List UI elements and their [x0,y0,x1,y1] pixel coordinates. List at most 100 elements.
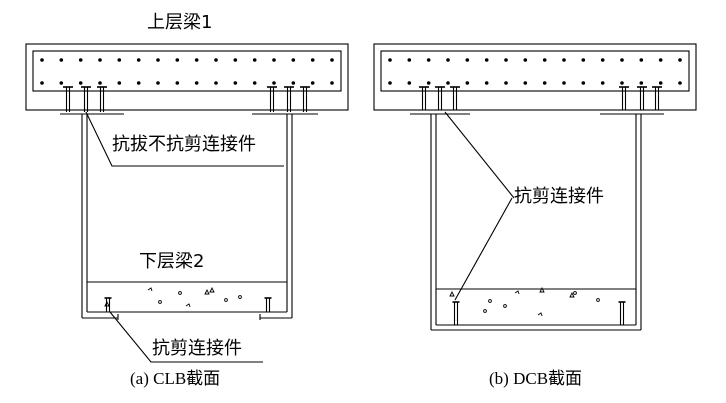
top-beam-rebar-cage-a [32,50,342,92]
stud [637,86,647,110]
rebar-dot [310,81,315,85]
leader-shear-connector-b-right [454,197,513,301]
rebar-dot [600,58,605,62]
rebar-dot [562,58,566,62]
bottom-studs-a [104,297,272,312]
aggregate-marks-b [449,286,600,317]
rebar-dot [581,81,586,85]
rebar-dot [98,58,102,62]
rebar-dot [214,58,218,62]
rebar-dot [639,58,644,62]
aggregate-marks-a [104,286,242,308]
aggregate-mark [158,300,162,304]
aggregate-mark [204,288,210,295]
caption-a: (a) CLB截面 [130,369,221,388]
rebar-dot [388,58,392,62]
rebar-dot [194,81,199,85]
rebar-dot [233,58,238,62]
steel-box-a [58,109,320,320]
rebar-dot [252,58,257,62]
top-beam-outline-a [25,43,349,111]
stud [652,86,662,110]
rebar-dot [78,81,83,85]
aggregate-mark [147,287,153,292]
panel-b-drawing [373,43,697,331]
aggregate-mark [539,286,545,293]
bottom-beam-label: 下层梁2 [139,251,205,272]
rebar-dot [465,58,470,62]
rebar-dot [658,58,663,62]
aggregate-mark [185,303,191,308]
stud [452,301,460,325]
aggregate-mark [514,290,520,295]
rebar-dot [407,58,412,62]
aggregate-mark [573,291,577,295]
top-studs-a [63,86,310,112]
rebar-dot [620,81,624,85]
rebar-dot [117,58,122,62]
panel-a-drawing [25,43,349,363]
rebar-dot [272,58,276,62]
rebar-dot [407,81,412,85]
aggregate-mark [569,291,575,298]
rebar-dot [600,81,605,85]
stud [104,297,112,312]
rebar-dot [291,58,296,62]
rebar-dot [310,58,315,62]
stud [419,86,429,110]
rebar-dot [465,81,470,85]
rebar-dot [620,58,624,62]
rebar-dot [252,81,257,85]
stud [619,86,629,110]
rebar-dot [59,58,64,62]
bottom-slab-a [87,281,287,308]
rebar-dot [175,58,180,62]
caption-b: (b) DCB截面 [489,369,583,388]
aggregate-mark [503,304,507,308]
shear-connector-label-b: 抗剪连接件 [514,186,604,207]
rebar-dot [562,81,566,85]
leader-shear-connector-b-left [444,111,515,199]
rebar-dot [484,58,489,62]
rebar-dot [639,81,644,85]
rebar-dot [40,81,44,85]
shear-connector-label-a: 抗剪连接件 [152,338,242,359]
stud [618,301,626,325]
rebar-dot [446,58,450,62]
rebar-dot [426,81,431,85]
rebar-dot [504,58,508,62]
stud [264,297,272,312]
stud [300,86,310,112]
rebar-dot [581,58,586,62]
aggregate-mark [178,291,182,295]
stud [81,86,91,112]
aggregate-mark [224,298,228,302]
stud [267,86,277,112]
rebar-dot [194,58,199,62]
rebar-dot [98,81,102,85]
rebar-dot [523,58,528,62]
top-studs-b [419,86,662,110]
aggregate-mark [483,309,487,313]
rebar-dot [426,58,431,62]
rebar-dot [542,58,547,62]
aggregate-mark [488,299,492,303]
rebar-dot [678,58,682,62]
rebar-dot [136,58,141,62]
rebar-dot [175,81,180,85]
rebar-dot [484,81,489,85]
stud [450,86,460,110]
top-beam-rebar-cage-b [380,50,690,92]
rebar-dot [504,81,508,85]
aggregate-mark [449,290,455,297]
rebar-dot [291,81,296,85]
rebar-dot [388,81,392,85]
aggregate-mark [238,295,242,299]
top-beam-label: 上层梁1 [147,12,213,33]
stud [435,86,445,110]
rebar-dot [214,81,218,85]
bottom-slab-b [436,286,636,317]
uplift-connector-label: 抗拔不抗剪连接件 [112,134,256,155]
